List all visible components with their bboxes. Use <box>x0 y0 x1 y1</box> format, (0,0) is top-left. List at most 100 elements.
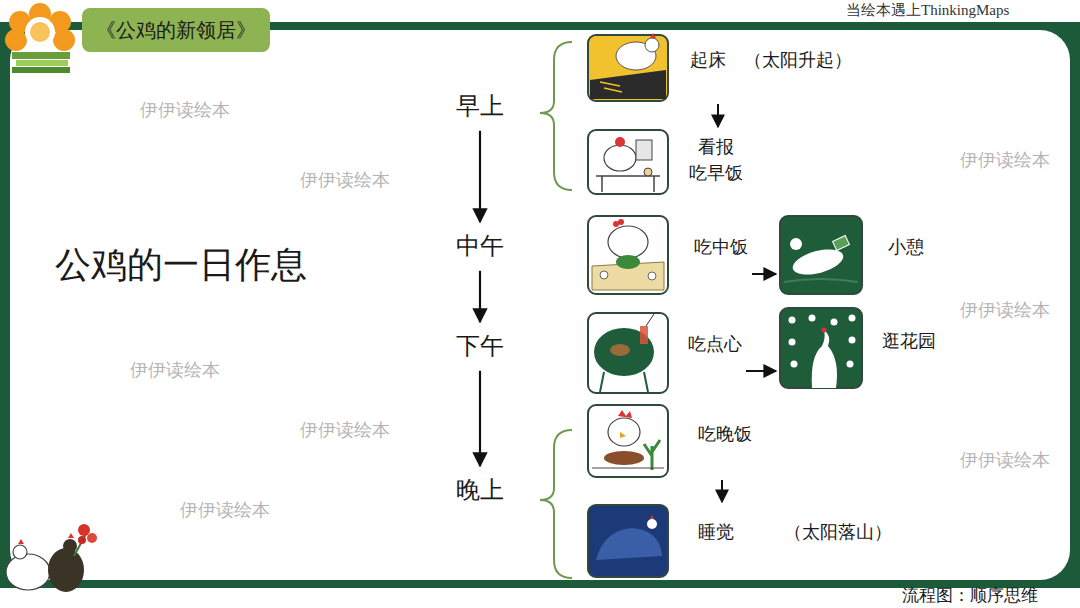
sleep-picture-part <box>588 505 668 577</box>
book-logo-part <box>12 52 70 59</box>
time-label: 早上 <box>456 92 504 121</box>
picture-slot <box>588 216 668 294</box>
picture-slot <box>588 405 668 477</box>
breakfast-picture-part <box>604 145 636 171</box>
garden-picture-part <box>789 317 796 324</box>
activity-picture-box: 起床（太阳升起） <box>588 35 852 101</box>
dinner-picture-part <box>604 451 644 465</box>
sleep-picture-part <box>647 519 657 529</box>
garden-picture <box>780 308 862 388</box>
dinner-picture-part <box>608 418 640 446</box>
activity-picture-box: 看报 吃早饭 <box>588 130 744 194</box>
watermark: 伊伊读绘本 <box>180 500 270 520</box>
activity-picture-box: 吃晚饭 <box>588 405 752 477</box>
breakfast-picture-part <box>636 140 652 160</box>
activity-caption: 起床 <box>690 47 726 73</box>
activity-caption: 逛花园 <box>882 328 936 354</box>
evening-brace-part <box>540 430 572 578</box>
activity-picture-box: 吃中饭 <box>588 216 748 294</box>
garden-picture-part <box>791 361 798 368</box>
breakfast-picture <box>588 130 668 194</box>
book-title-tag <box>82 8 270 52</box>
garden-picture-part <box>809 315 816 322</box>
flow-arrow <box>746 370 776 372</box>
map-type-note: 流程图：顺序思维 <box>902 586 1038 605</box>
time-label: 下午 <box>456 332 504 361</box>
watermark: 伊伊读绘本 <box>140 100 230 120</box>
book-title-tag-part <box>82 8 270 52</box>
flow-arrow <box>752 273 776 275</box>
picture-slot <box>588 35 668 101</box>
nap-picture <box>780 216 862 294</box>
chickens-illustration-part <box>78 536 86 544</box>
caption-group: 起床（太阳升起） <box>690 35 852 73</box>
picture-slot <box>780 216 862 294</box>
book-title: 《公鸡的新领居》 <box>96 18 256 42</box>
caption-group: 吃点心 <box>688 313 742 357</box>
label-holder: 伊伊读绘本 <box>300 420 390 442</box>
time-step: 中午 <box>452 230 508 263</box>
watermark: 伊伊读绘本 <box>300 170 390 190</box>
picture-slot <box>588 505 668 577</box>
snack-picture <box>588 313 668 393</box>
slide-frame-part <box>0 22 1080 588</box>
chickens-illustration-part <box>13 545 27 559</box>
lunch-picture-part <box>588 216 668 294</box>
time-step: 晚上 <box>452 474 508 507</box>
picture-slot <box>780 308 862 388</box>
caption-group: 吃中饭 <box>694 216 748 260</box>
garden-picture-part <box>780 308 862 388</box>
label-holder: 伊伊读绘本 <box>960 450 1050 472</box>
time-label: 晚上 <box>456 476 504 505</box>
garden-picture-part <box>789 339 796 346</box>
label-holder: 伊伊读绘本 <box>960 300 1050 322</box>
book-logo-part <box>30 22 50 42</box>
dinner-picture-part <box>644 440 660 470</box>
snack-picture-part <box>610 344 630 356</box>
lunch-picture-part <box>608 226 648 258</box>
activity-caption: 吃中饭 <box>694 234 748 260</box>
breakfast-picture-part <box>644 168 652 176</box>
snack-picture-part <box>588 313 668 393</box>
label-holder: 伊伊读绘本 <box>130 360 220 382</box>
series-title: 当绘本遇上ThinkingMaps <box>846 2 1009 18</box>
book-logo-part <box>12 67 70 73</box>
slide-frame <box>0 22 1080 588</box>
picture-slot <box>588 313 668 393</box>
breakfast-picture-part <box>588 130 668 194</box>
activity-picture-box: 逛花园 <box>780 308 936 388</box>
caption-group: 吃晚饭 <box>698 405 752 447</box>
flow-arrow <box>479 371 481 466</box>
sleep-picture-part <box>650 515 654 519</box>
breakfast-picture-part <box>615 137 625 147</box>
dinner-picture-part <box>592 468 664 469</box>
garden-picture-part <box>822 328 827 333</box>
sleep-picture <box>588 505 668 577</box>
garden-picture-part <box>849 337 856 344</box>
flow-arrow <box>721 480 723 502</box>
wake-up-picture-part <box>600 82 622 92</box>
dinner-picture-part <box>588 405 668 477</box>
label-holder: 《公鸡的新领居》 <box>82 8 270 52</box>
book-logo-part <box>25 17 55 47</box>
picture-slot <box>588 130 668 194</box>
lunch-picture-part <box>616 255 640 269</box>
time-label: 中午 <box>456 232 504 261</box>
label-holder: 伊伊读绘本 <box>140 100 230 122</box>
chickens-illustration-part <box>68 533 74 538</box>
morning-brace-part <box>540 42 572 190</box>
snack-picture-part <box>640 326 648 344</box>
evening-brace <box>540 430 572 578</box>
activity-caption: 吃晚饭 <box>698 421 752 447</box>
nap-picture-part <box>790 238 802 250</box>
wake-up-picture-part <box>588 35 668 101</box>
morning-brace <box>540 42 572 190</box>
chickens-illustration-part <box>6 554 50 590</box>
book-logo-part <box>5 29 27 51</box>
watermark: 伊伊读绘本 <box>960 150 1050 170</box>
garden-picture-part <box>812 330 837 388</box>
watermark: 伊伊读绘本 <box>300 420 390 440</box>
wake-up-picture-part <box>650 33 656 38</box>
label-holder: 流程图：顺序思维 <box>902 586 1038 606</box>
